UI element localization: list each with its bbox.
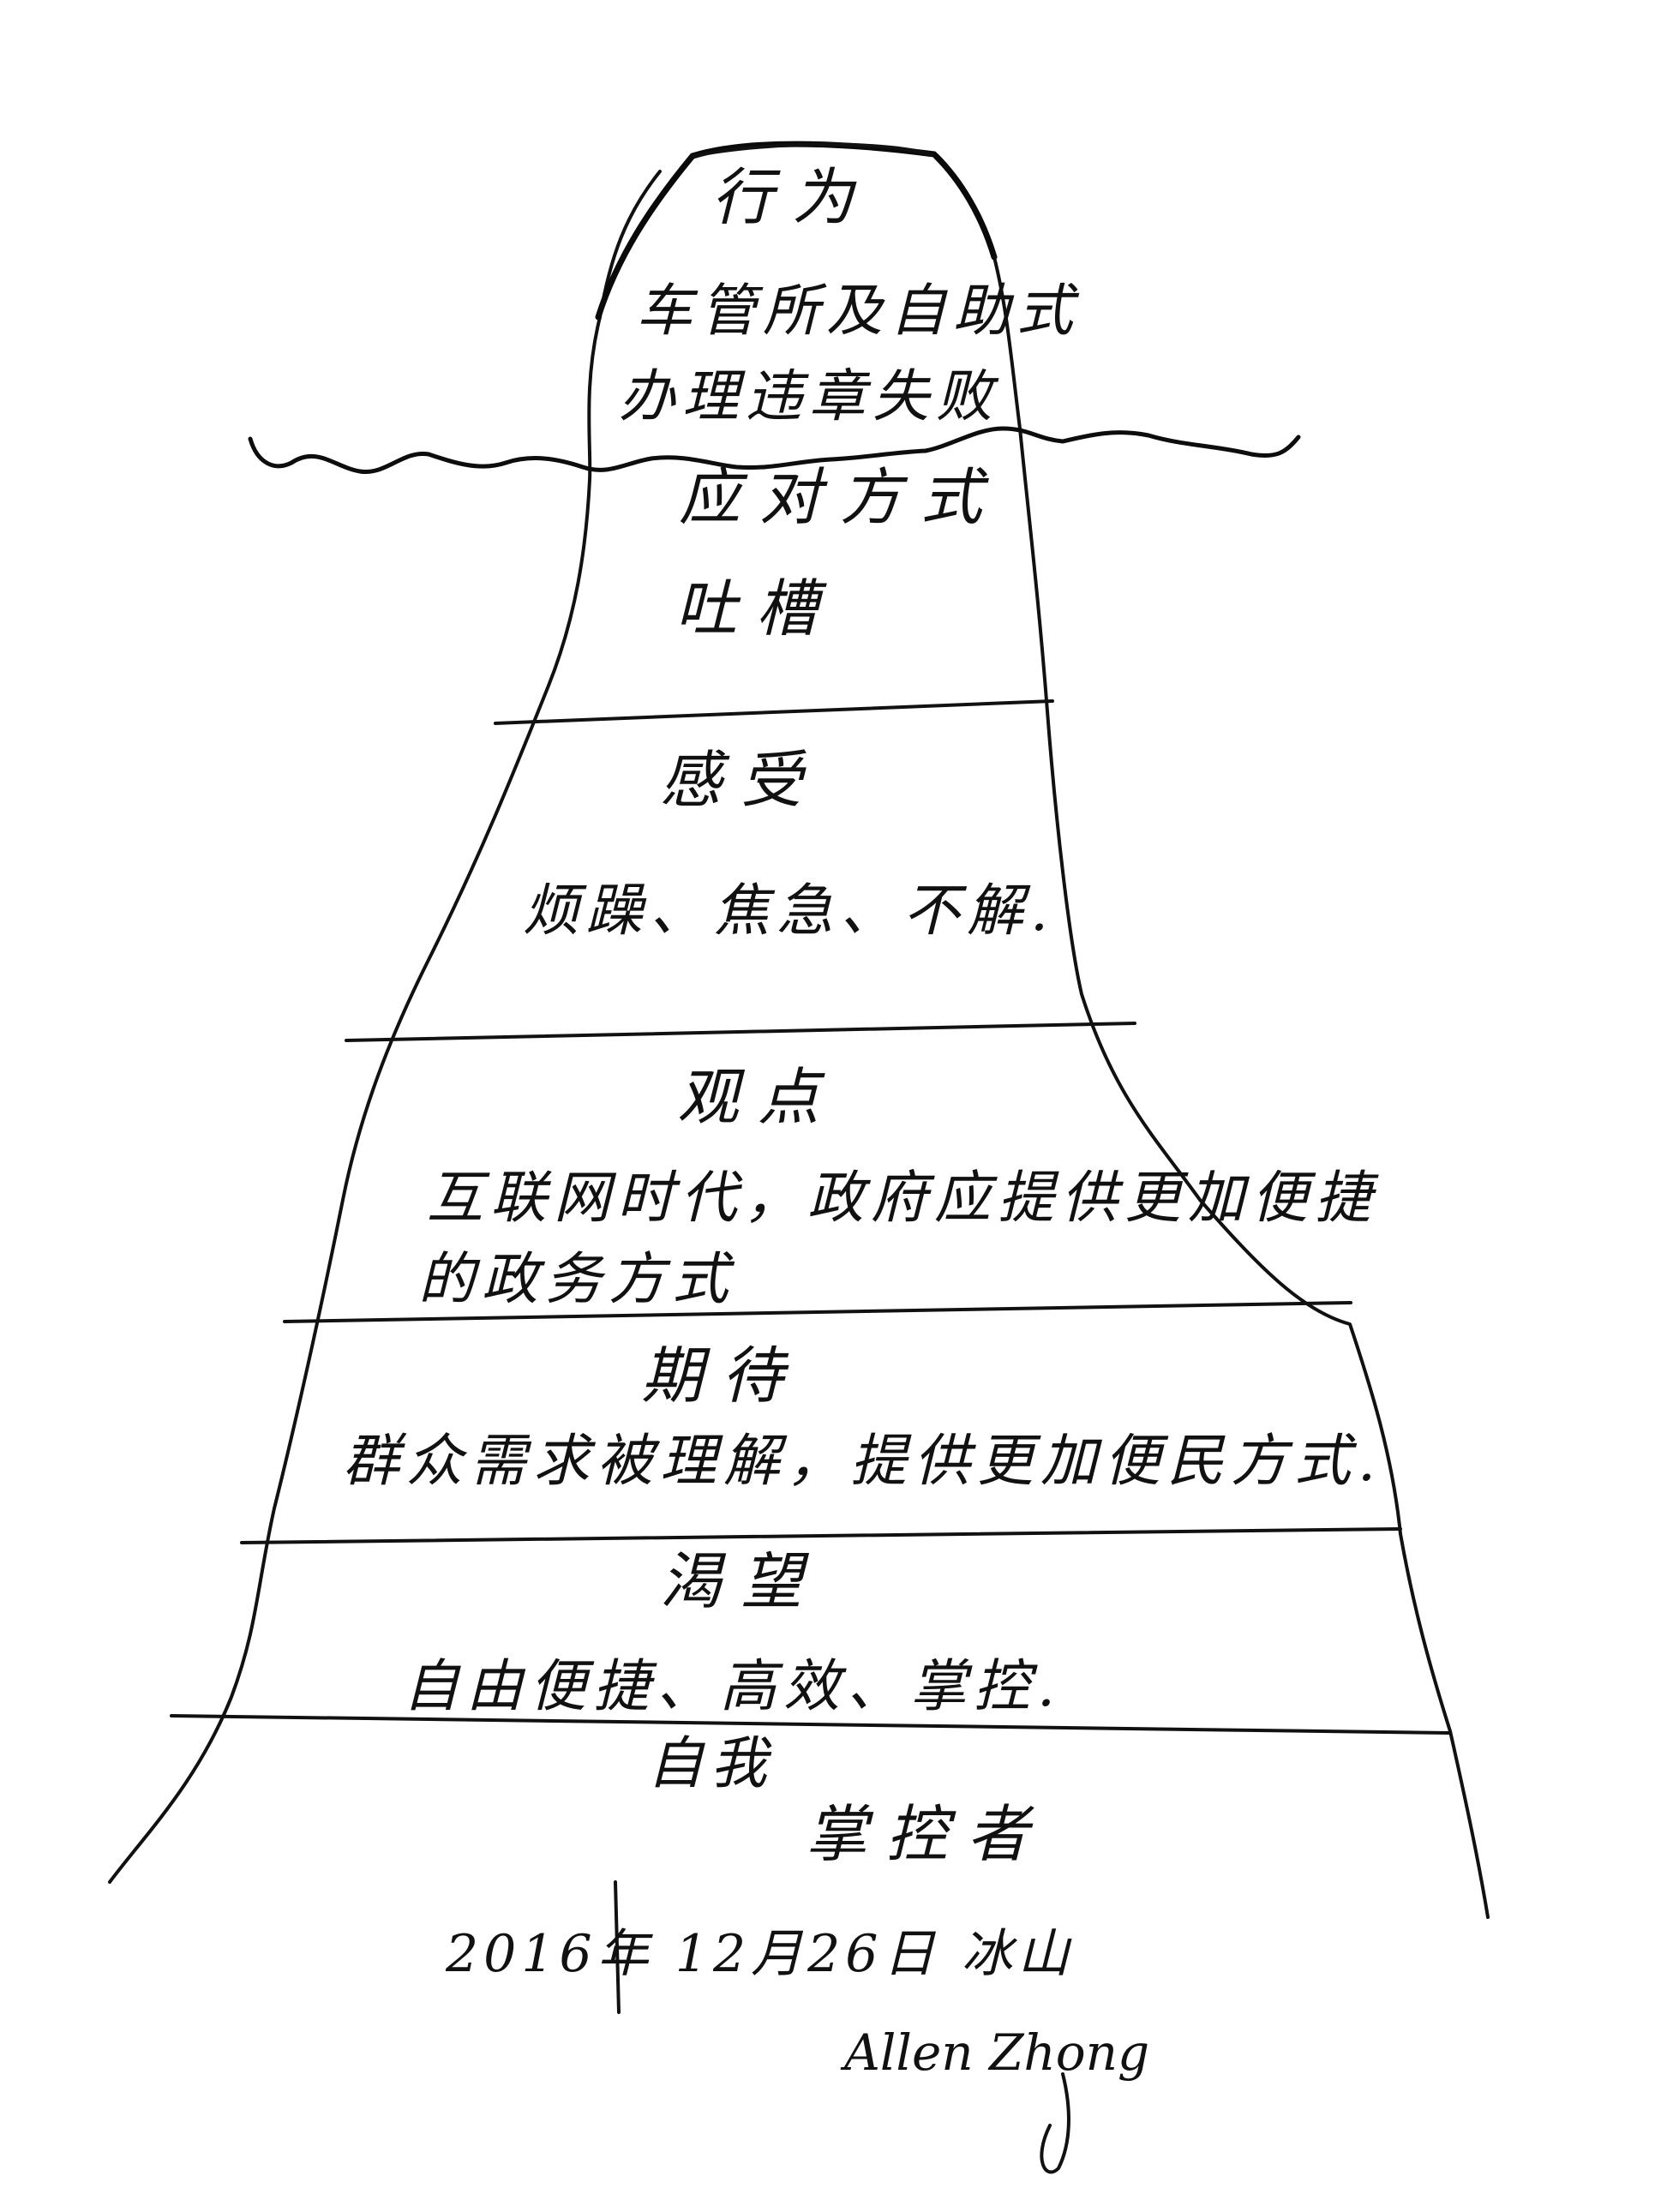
layer-text-coping-1: 吐槽 [675,572,836,644]
divider-coping-feelings [494,699,1054,725]
divider-feelings-perceptions [345,1022,1136,1042]
layer-title-perceptions: 观点 [677,1061,838,1133]
layer-title-yearnings: 渴望 [660,1545,821,1617]
footer-signature: Allen Zhong [840,2023,1149,2082]
layer-text-feelings-1: 烦躁、焦急、不解. [523,878,1055,944]
layer-text-yearnings-1: 自由便捷、高效、掌控. [403,1653,1062,1719]
iceberg-right-edge [992,255,1490,1919]
layer-text-behavior-1: 车管所及自助式 [636,278,1080,344]
layer-text-perceptions-1: 互联网时代，政府应提供更加便捷 [427,1165,1379,1231]
layer-title-expectations: 期待 [641,1340,802,1412]
iceberg-peak-cap [691,142,938,158]
layer-title-coping: 应对方式 [679,461,1001,533]
layer-title-self: 自我 [647,1730,774,1796]
footer-year-stroke [614,1880,621,2014]
footer-date: 2016年 12月26日 冰山 [445,1924,1075,1984]
waterline [248,426,1301,475]
iceberg-right-shoulder [932,153,998,261]
layer-title-feelings: 感受 [660,744,821,816]
divider-perceptions-expectations [283,1301,1352,1323]
signature-flourish [1040,2072,1070,2174]
layer-text-perceptions-2: 的政务方式 [418,1246,735,1312]
layer-text-behavior-2: 办理违章失败 [619,363,999,429]
layer-text-self-1: 掌控者 [806,1798,1047,1870]
layer-text-expectations-1: 群众需求被理解，提供更加便民方式. [343,1428,1382,1494]
divider-expectations-yearnings [240,1527,1402,1544]
divider-yearnings-self [170,1714,1450,1735]
layer-title-behavior: 行为 [711,161,872,233]
iceberg-left-edge [108,170,662,1884]
